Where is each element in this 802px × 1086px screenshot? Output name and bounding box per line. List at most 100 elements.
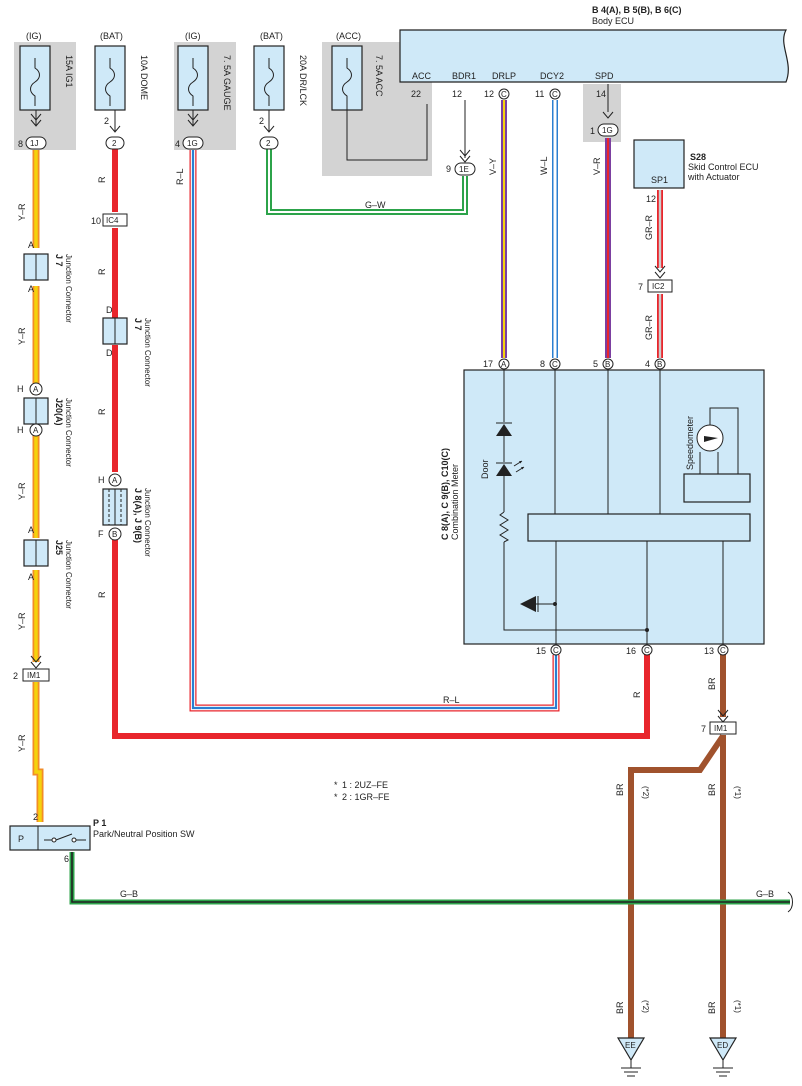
j7-mid-bottom: D — [106, 348, 113, 358]
label-y-r-1: Y–R — [17, 203, 27, 221]
tag-2a: (*2) — [641, 786, 650, 799]
wire-y-r — [32, 150, 44, 822]
fuse-ig1-source: (IG) — [26, 31, 42, 41]
fuse-gauge-label: 7. 5A GAUGE — [222, 55, 232, 111]
j25-top: A — [28, 525, 34, 535]
label-r-2: R — [97, 268, 107, 275]
label-r-1: R — [97, 176, 107, 183]
ecu-pin-drlp: 12 — [484, 89, 494, 99]
pn-pin-bottom: 6 — [64, 854, 69, 864]
conn-1G-gauge-id: 1G — [187, 139, 198, 148]
conn-1G-gauge: 4 1G — [175, 110, 204, 150]
ecu-pin-dcy2: 11 — [535, 89, 544, 99]
meter-pin-4: 4 — [645, 359, 650, 369]
j7-left-ref: J 7 — [54, 254, 64, 267]
j20-name: Junction Connector — [64, 398, 73, 467]
pn-pin-top: 2 — [33, 812, 38, 822]
skid-control-ecu: SP1 S28 Skid Control ECU with Actuator 1… — [633, 139, 759, 204]
ecu-pin-spd: 14 — [596, 89, 606, 99]
junction-j8: H A F B J 8(A), J 9(B) Junction Connecto… — [98, 473, 152, 557]
j25-ref: J25 — [54, 540, 64, 555]
tag-1a: (*1) — [733, 786, 742, 799]
label-br-2: BR — [615, 783, 625, 796]
wire-g-w — [266, 148, 468, 215]
meter-pin-16: 16 — [626, 646, 636, 656]
door-label: Door — [480, 459, 490, 479]
conn-IM1-right-pin: 7 — [701, 724, 706, 734]
skid-ecu-ref: S28 — [690, 152, 706, 162]
ecu-term-acc: ACC — [412, 71, 432, 81]
label-y-r-4: Y–R — [17, 612, 27, 630]
junction-j25: A A J25 Junction Connector — [23, 525, 73, 609]
label-br-4: BR — [615, 1001, 625, 1014]
conn-drlck-pin: 2 — [259, 116, 264, 126]
ecu-term-bdr1: BDR1 — [452, 71, 476, 81]
fuse-drlck: (BAT) 20A DR/LCK — [253, 31, 308, 111]
label-br-5: BR — [707, 1001, 717, 1014]
note-1: 1 : 2UZ–FE — [342, 780, 388, 790]
conn-1E-id: 1E — [459, 165, 469, 174]
note-2-mark: * — [334, 792, 338, 802]
meter-conn-4: B — [657, 360, 662, 369]
conn-1G-spd-pin: 1 — [590, 126, 595, 136]
conn-1G-gauge-pin: 4 — [175, 139, 180, 149]
label-r-5: R — [632, 691, 642, 698]
fuse-drlck-source: (BAT) — [260, 31, 283, 41]
ecu-term-spd: SPD — [595, 71, 614, 81]
label-r-l-2: R–L — [443, 695, 460, 705]
conn-dome: 2 2 — [104, 110, 125, 150]
fuse-gauge: (IG) 7. 5A GAUGE — [177, 31, 232, 111]
meter-pin-5: 5 — [593, 359, 598, 369]
conn-IM1-left-id: IM1 — [27, 671, 41, 680]
j8-top-pin: A — [112, 476, 118, 485]
j7-left-name: Junction Connector — [64, 254, 73, 323]
label-br-1: BR — [707, 677, 717, 690]
conn-dome-id: 2 — [112, 139, 117, 148]
meter-conn-8: C — [552, 360, 558, 369]
conn-IM1-left-pin: 2 — [13, 671, 18, 681]
conn-1J: 8 1J — [18, 110, 47, 150]
meter-conn-17: A — [501, 360, 507, 369]
j25-name: Junction Connector — [64, 540, 73, 609]
conn-drlck-id: 2 — [266, 139, 271, 148]
meter-pin-17: 17 — [483, 359, 493, 369]
conn-IM1-right-id: IM1 — [714, 724, 728, 733]
junction-j7-left: A A J 7 Junction Connector — [23, 240, 73, 323]
g-b-continue-mark — [787, 891, 793, 913]
label-gr-r-1: GR–R — [644, 214, 654, 240]
label-y-r-3: Y–R — [17, 482, 27, 500]
conn-IC2-id: IC2 — [652, 282, 665, 291]
ecu-pin-bdr1: 12 — [452, 89, 462, 99]
body-ecu-name: Body ECU — [592, 16, 634, 26]
ground-EE-label: EE — [625, 1041, 636, 1050]
j8-top: H — [98, 475, 105, 485]
label-w-l: W–L — [539, 156, 549, 175]
conn-1E: 9 1E — [446, 149, 476, 176]
j20-bottom-pin: A — [33, 426, 39, 435]
j20-top-pin: A — [33, 385, 39, 394]
fuse-drlck-label: 20A DR/LCK — [298, 55, 308, 106]
ecu-pin-acc: 22 — [411, 89, 421, 99]
wire-r-dome — [112, 148, 650, 739]
tag-2b: (*2) — [641, 1000, 650, 1013]
note-2: 2 : 1GR–FE — [342, 792, 390, 802]
j7-mid-ref: J 7 — [133, 318, 143, 331]
conn-1G-spd: 1 1G — [590, 111, 619, 137]
conn-drlck: 2 2 — [259, 110, 279, 150]
label-v-y: V–Y — [488, 158, 498, 175]
j20-ref: J20(A) — [54, 398, 64, 426]
pn-pos: P — [18, 834, 24, 844]
conn-IC2: 7 IC2 — [638, 265, 673, 293]
wire-labels: Y–R Y–R Y–R Y–R Y–R R R R R R R–L R–L G–… — [17, 156, 774, 1014]
label-y-r-5: Y–R — [17, 734, 27, 752]
wire-r-l — [189, 150, 560, 712]
j7-left-top: A — [28, 240, 34, 250]
conn-1G-spd-id: 1G — [602, 126, 613, 135]
park-neutral-switch: P 1 Park/Neutral Position SW P 2 6 — [9, 812, 195, 864]
j7-left-bottom: A — [28, 284, 34, 294]
skid-ecu-pin: 12 — [646, 194, 656, 204]
fuse-dome: (BAT) 10A DOME — [94, 31, 149, 111]
fuse-dome-label: 10A DOME — [139, 55, 149, 100]
note-1-mark: * — [334, 780, 338, 790]
meter-pin-15: 15 — [536, 646, 546, 656]
